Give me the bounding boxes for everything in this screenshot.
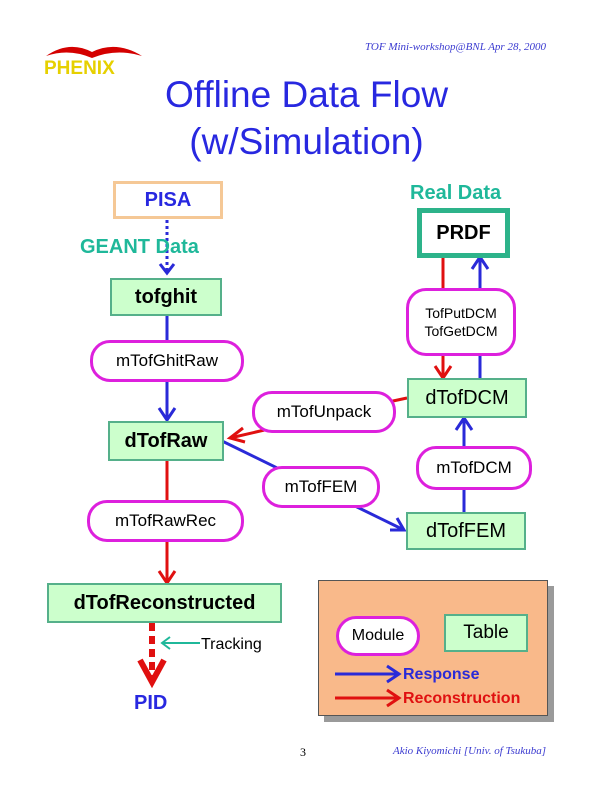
page-title-line1: Offline Data Flow <box>164 74 449 115</box>
module-mtofghitraw: mTofGhitRaw <box>90 340 244 382</box>
table-dtofraw: dTofRaw <box>108 421 224 461</box>
geant-data-label: GEANT Data <box>80 236 199 258</box>
phoenix-bird-icon <box>46 46 142 58</box>
module-mtofdcm: mTofDCM <box>416 446 532 490</box>
pisa-box: PISA <box>113 181 223 219</box>
table-dtofreconstructed: dTofReconstructed <box>47 583 282 623</box>
table-dtoffem: dTofFEM <box>406 512 526 550</box>
module-mtofrawrec: mTofRawRec <box>87 500 244 542</box>
real-data-label: Real Data <box>410 182 502 204</box>
page-number: 3 <box>300 745 306 759</box>
logo-text: PHENIX <box>44 58 115 79</box>
module-tofputdcm-label: TofPutDCM <box>425 305 497 321</box>
legend-response-label: Response <box>403 666 480 683</box>
module-tofgetdcm-label: TofGetDCM <box>424 323 498 339</box>
page-title-line2: (w/Simulation) <box>189 121 424 162</box>
tracking-label: Tracking <box>201 636 262 653</box>
footer-author: Akio Kiyomichi [Univ. of Tsukuba] <box>393 745 547 757</box>
prdf-label: PRDF <box>436 221 491 244</box>
header-event-note: TOF Mini-workshop@BNL Apr 28, 2000 <box>365 41 546 53</box>
legend-table-sample: Table <box>444 614 528 652</box>
phenix-logo: PHENIX <box>44 38 144 84</box>
legend-panel: Module Table Response Reconstruction <box>318 580 548 716</box>
prdf-box: PRDF <box>417 208 510 258</box>
legend-arrows <box>335 664 402 708</box>
module-mtofunpack: mTofUnpack <box>252 391 396 433</box>
pid-label: PID <box>134 692 168 714</box>
legend-module-sample: Module <box>336 616 420 656</box>
module-tofputgetdcm: TofPutDCM TofGetDCM <box>406 288 516 356</box>
table-tofghit: tofghit <box>110 278 222 316</box>
table-dtofdcm: dTofDCM <box>407 378 527 418</box>
module-mtoffem: mTofFEM <box>262 466 380 508</box>
legend-reconstruction-label: Reconstruction <box>403 690 521 707</box>
pisa-label: PISA <box>144 188 192 211</box>
